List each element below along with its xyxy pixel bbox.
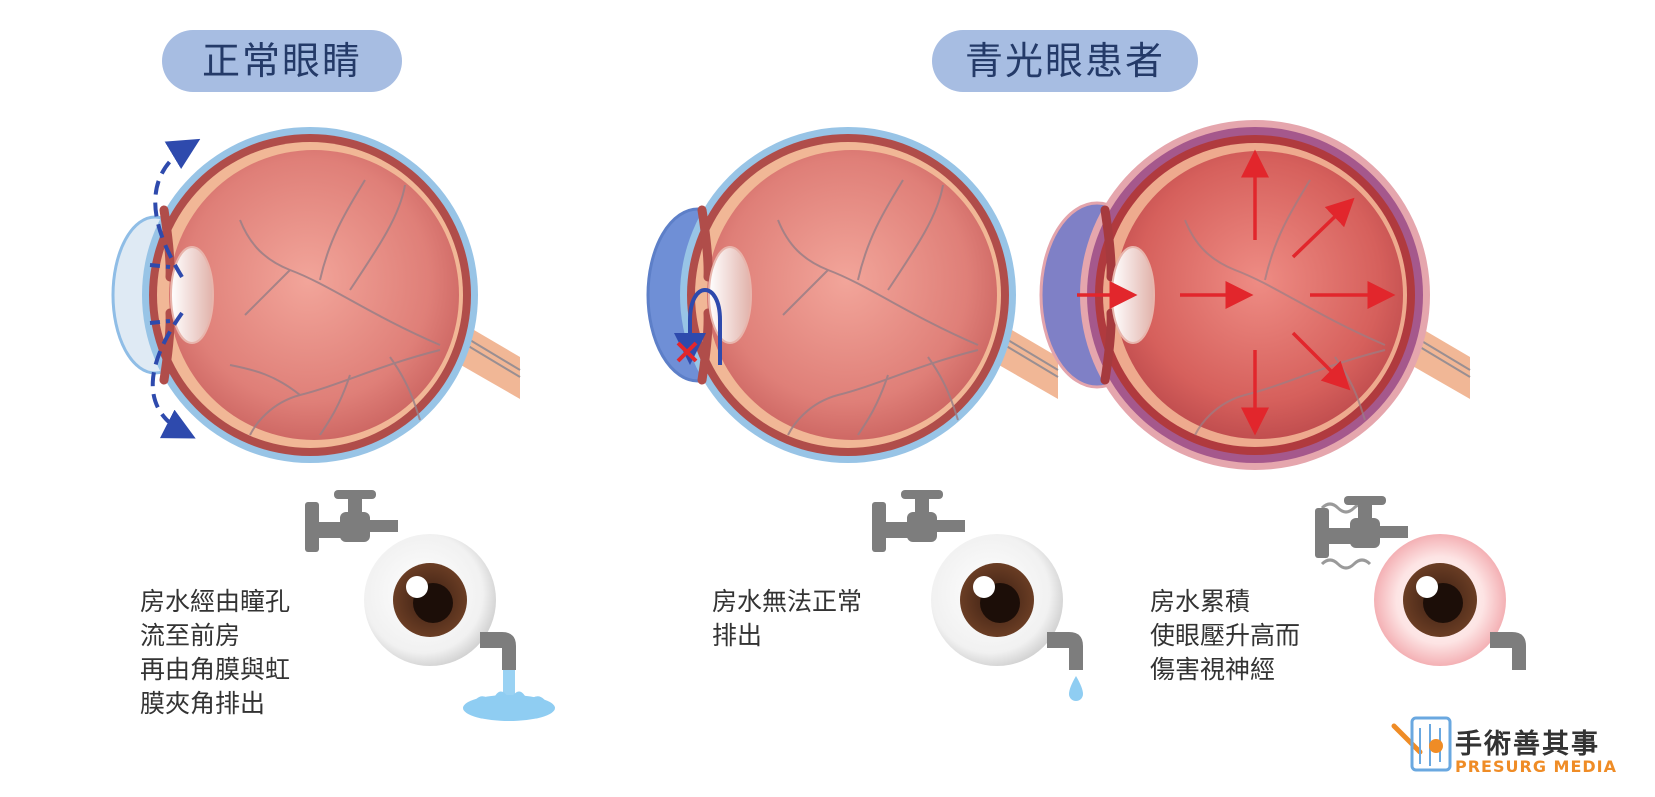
flow-arrow-up: [153, 138, 201, 279]
header-normal-eye: 正常眼睛: [162, 30, 402, 92]
presurg-logo: [1391, 716, 1452, 772]
caption-line: 再由角膜與虹: [140, 655, 291, 684]
high-pressure-eye: [1039, 120, 1471, 470]
blocked-x-icon: [676, 341, 698, 363]
lens: [170, 246, 214, 344]
caption-pressure: 房水累積 使眼壓升高而 傷害視神經: [1150, 585, 1300, 687]
flow-loop-arrow: [674, 288, 722, 365]
caption-line: 房水累積: [1150, 587, 1251, 616]
flow-arrow-down: [150, 311, 196, 439]
faucet-eye-pressure: [1315, 496, 1526, 670]
caption-normal: 房水經由瞳孔 流至前房 再由角膜與虹 膜夾角排出: [140, 585, 290, 721]
outflow-spout: [480, 632, 516, 670]
water-splash-icon: [463, 670, 555, 721]
eye-icon-red: [1374, 534, 1506, 666]
pressure-arrows: [1077, 149, 1396, 436]
blocked-drainage-eye: [646, 127, 1059, 463]
faucet-icon: [872, 490, 965, 552]
brand-name-zh: 手術善其事: [1455, 729, 1600, 760]
caption-line: 傷害視神經: [1150, 655, 1276, 684]
caption-line: 膜夾角排出: [140, 689, 266, 718]
caption-blocked: 房水無法正常 排出: [712, 585, 862, 653]
eye-icon: [364, 534, 496, 666]
water-drop-icon: [1069, 676, 1083, 701]
faucet-eye-normal: [305, 490, 555, 721]
faucet-icon: [1315, 496, 1408, 558]
faucet-icon: [305, 490, 398, 552]
retinal-vessels: [229, 179, 441, 436]
caption-line: 排出: [712, 621, 763, 650]
header-glaucoma-patient: 青光眼患者: [932, 30, 1198, 92]
faucet-eye-blocked: [872, 490, 1083, 701]
caption-line: 使眼壓升高而: [1150, 621, 1301, 650]
normal-eye-cross-section: [111, 127, 521, 463]
eye-icon: [931, 534, 1063, 666]
caption-line: 房水經由瞳孔: [140, 587, 291, 616]
brand-name-en: PRESURG MEDIA: [1455, 757, 1617, 776]
caption-line: 流至前房: [140, 621, 241, 650]
caption-line: 房水無法正常: [712, 587, 863, 616]
